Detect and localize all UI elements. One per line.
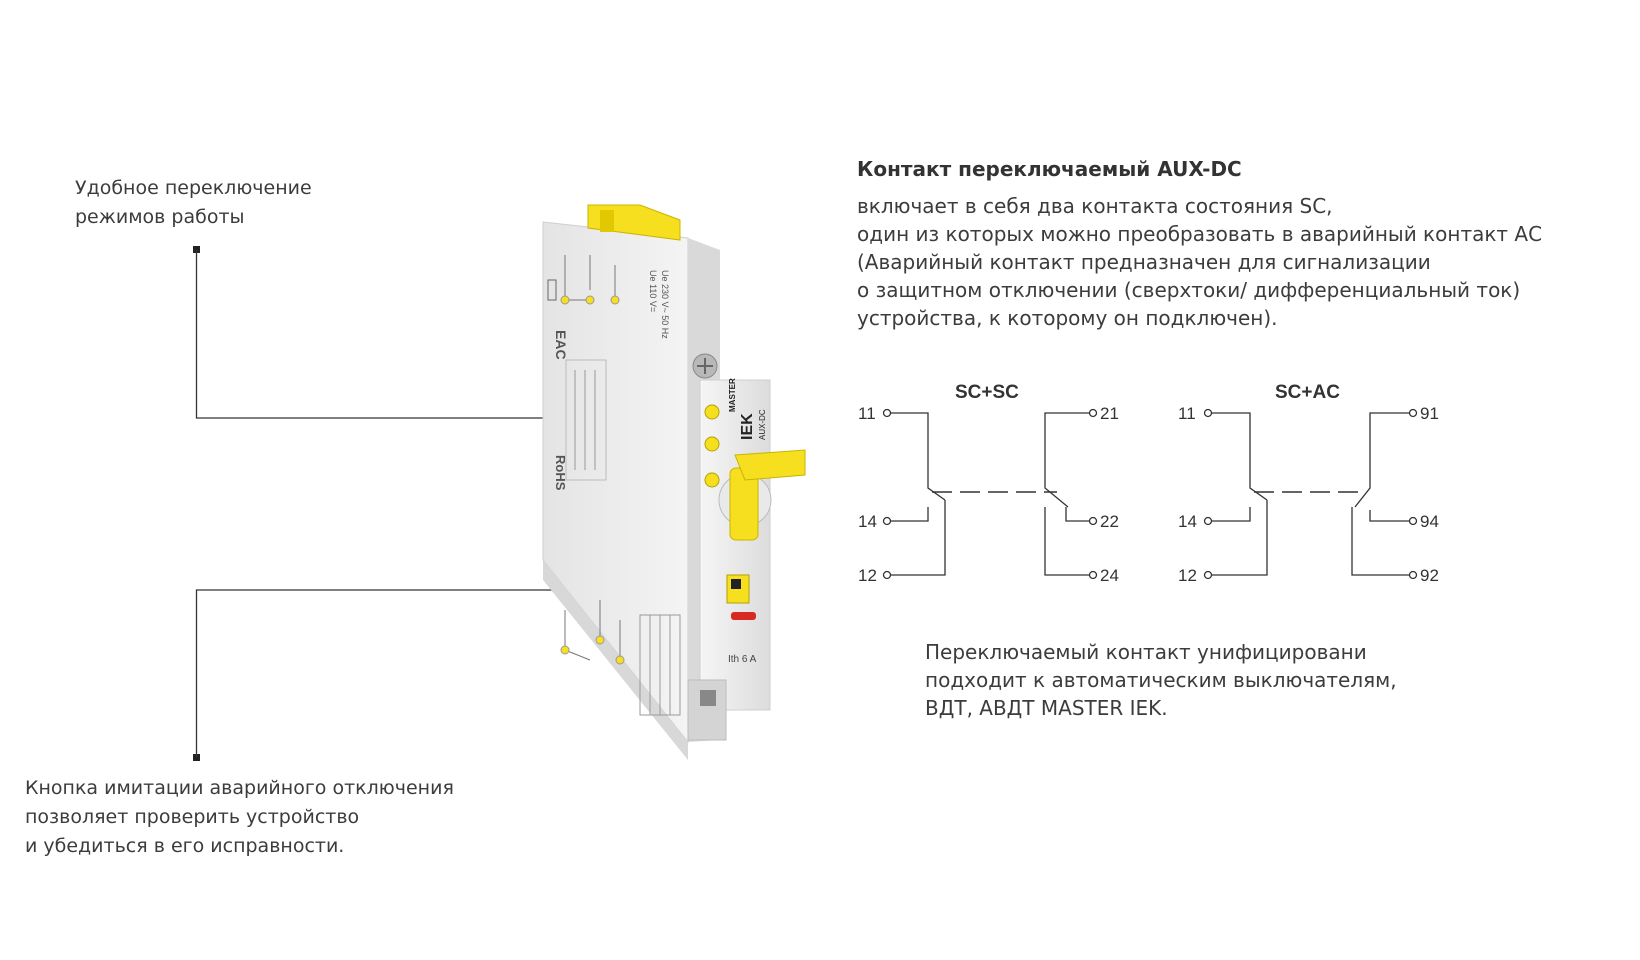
- rating-label: Ith 6 A: [728, 654, 757, 665]
- scheme-1-terminal-21: 21: [1100, 404, 1119, 423]
- scheme-2-terminal-94: 94: [1420, 512, 1439, 531]
- mode-switch-lever[interactable]: [718, 449, 806, 541]
- ce-marking: EAC: [553, 330, 569, 360]
- status-indicator: [731, 612, 756, 620]
- scheme-1-terminal-12: 12: [858, 566, 877, 585]
- description-line-4: о защитном отключении (сверхтоки/ диффер…: [857, 278, 1521, 302]
- callout-top-line-1: Удобное переключение: [75, 177, 312, 199]
- description-line-1: включает в себя два контакта состояния S…: [857, 194, 1333, 218]
- scheme-2-title: SC+AC: [1275, 382, 1340, 403]
- scheme-1-title: SC+SC: [955, 382, 1019, 403]
- scheme-1-terminal-24: 24: [1100, 566, 1119, 585]
- scheme-2-terminal-12: 12: [1178, 566, 1197, 585]
- description-line-3: (Аварийный контакт предназначен для сигн…: [857, 250, 1431, 274]
- side-terminal-diagram: [560, 255, 625, 665]
- contact-schematics: SC+SC 11 14 12 21 22 24 SC+AC 11 14 12 9…: [858, 382, 1439, 585]
- rohs-marking: RoHS: [553, 455, 568, 491]
- scheme-1-terminal-14: 14: [858, 512, 877, 531]
- scheme-2-terminal-11: 11: [1178, 404, 1196, 423]
- test-button[interactable]: [726, 574, 750, 604]
- brand-logo: MASTER IEK AUX-DC: [728, 378, 767, 440]
- device-illustration: Ue 230 V~ 50 Hz Ue 110 V= EAC RoHS MASTE…: [542, 204, 806, 760]
- side-label-1: Ue 230 V~ 50 Hz: [660, 270, 670, 339]
- scheme-1-terminal-11: 11: [858, 404, 876, 423]
- leader-top-dot: [193, 246, 200, 253]
- top-yellow-clip: [587, 204, 681, 241]
- callout-top-line-2: режимов работы: [75, 206, 245, 228]
- terminal-screw: [692, 353, 718, 379]
- brand-name: IEK: [739, 413, 756, 440]
- description-body: включает в себя два контакта состояния S…: [857, 192, 1542, 332]
- brand-top: MASTER: [728, 378, 737, 412]
- callout-bottom-line-2: позволяет проверить устройство: [25, 806, 360, 828]
- scheme-2-terminal-92: 92: [1420, 566, 1439, 585]
- spec-table: [639, 614, 681, 716]
- scheme-sc-sc: [882, 408, 1098, 580]
- description-line-2: один из которых можно преобразовать в ав…: [857, 222, 1543, 246]
- side-label-2: Ue 110 V=: [648, 270, 658, 312]
- bottom-note-line-2: подходит к автоматическим выключателям,: [925, 668, 1397, 692]
- front-terminals: [704, 404, 720, 488]
- description-line-5: устройства, к которому он подключен).: [857, 306, 1278, 330]
- callout-bottom-line-1: Кнопка имитации аварийного отключения: [25, 777, 454, 799]
- scheme-sc-ac: [1203, 408, 1418, 580]
- bottom-note: Переключаемый контакт унифицировани подх…: [925, 638, 1397, 722]
- leader-bottom-dot: [193, 754, 200, 761]
- scheme-2-terminal-91: 91: [1420, 404, 1439, 423]
- model-name: AUX-DC: [758, 409, 767, 440]
- bottom-note-line-1: Переключаемый контакт унифицировани: [925, 640, 1367, 664]
- scheme-2-terminal-14: 14: [1178, 512, 1197, 531]
- callout-top: Удобное переключение режимов работы: [75, 174, 312, 232]
- bottom-note-line-3: ВДТ, АВДТ MASTER IEK.: [925, 696, 1168, 720]
- callout-bottom-line-3: и убедиться в его исправности.: [25, 835, 345, 857]
- side-markings: Ue 230 V~ 50 Hz Ue 110 V= EAC RoHS: [547, 270, 670, 491]
- description-title: Контакт переключаемый AUX-DC: [857, 157, 1242, 181]
- scheme-1-terminal-22: 22: [1100, 512, 1119, 531]
- bottom-clip: [687, 679, 727, 741]
- callout-bottom: Кнопка имитации аварийного отключения по…: [25, 774, 454, 861]
